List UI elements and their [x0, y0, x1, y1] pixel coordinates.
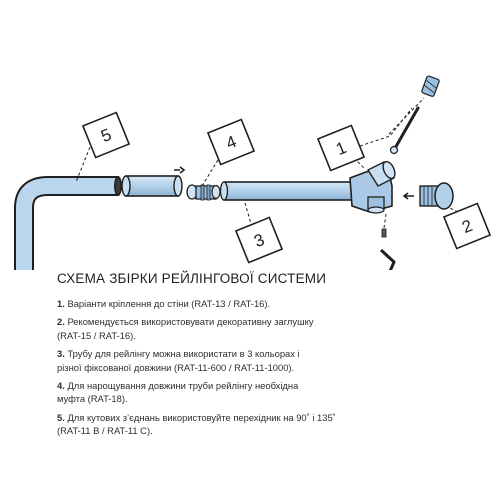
- label-box-3: 3: [234, 216, 284, 264]
- long-tube: [219, 181, 353, 201]
- note-text: муфта (RAT-18).: [57, 393, 128, 405]
- label-box-2: 2: [442, 202, 492, 250]
- end-cap: [402, 182, 454, 210]
- note-number: 5.: [57, 411, 65, 423]
- note-number: 2.: [57, 316, 65, 328]
- label-box-5: 5: [81, 111, 131, 159]
- note-number: 1.: [57, 298, 65, 309]
- note-number: 3.: [57, 348, 65, 360]
- short-tube: [121, 175, 183, 197]
- note-text: Для нарощування довжини труби рейлінгу н…: [67, 380, 299, 392]
- note-text: Трубу для рейлінгу можна використати в 3…: [67, 348, 300, 360]
- note-text: (RAT-11 B / RAT-11 C).: [57, 425, 153, 437]
- note-number: 4.: [57, 380, 65, 392]
- note-item: 5. Для кутових з’єднань використовуйте п…: [57, 411, 387, 438]
- note-item: 4. Для нарощування довжини труби рейлінг…: [57, 379, 387, 406]
- note-text: (RAT-15 / RAT-16).: [57, 329, 136, 341]
- corner-tube: [13, 176, 122, 270]
- hex-key: [379, 248, 396, 270]
- wall-screw: [389, 106, 420, 155]
- note-item: 2. Рекомендується використовувати декора…: [57, 315, 387, 342]
- wall-bracket: [349, 160, 396, 214]
- label-box-4: 4: [206, 118, 256, 166]
- note-text: Варіанти кріплення до стіни (RAT-13 / RA…: [67, 298, 271, 309]
- note-text: Для кутових з’єднань використовуйте пере…: [67, 411, 336, 423]
- note-text: різної фіксованої довжини (RAT-11-600 / …: [57, 361, 295, 373]
- leader-lines: [75, 97, 459, 229]
- assembly-diagram: 5 4 3 1 2: [13, 75, 492, 270]
- notes-list: 1. Варіанти кріплення до стіни (RAT-13 /…: [57, 297, 387, 443]
- label-box-1: 1: [316, 124, 366, 172]
- note-item: 3. Трубу для рейлінгу можна використати …: [57, 347, 387, 374]
- note-item: 1. Варіанти кріплення до стіни (RAT-13 /…: [57, 297, 387, 310]
- note-text: Рекомендується використовувати декоратив…: [67, 316, 314, 328]
- set-screw: [381, 228, 387, 238]
- wall-dowel: [421, 75, 440, 97]
- scheme-title: СХЕМА ЗБІРКИ РЕЙЛІНГОВОЇ СИСТЕМИ: [57, 271, 327, 286]
